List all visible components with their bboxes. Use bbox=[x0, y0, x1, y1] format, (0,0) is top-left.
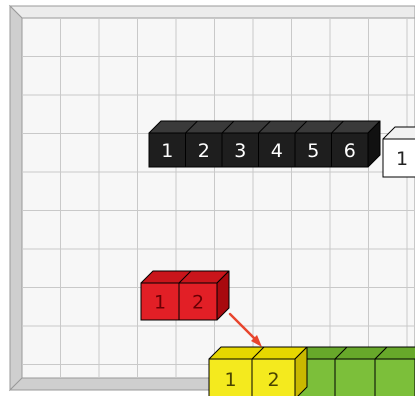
board-left-edge bbox=[10, 6, 22, 390]
white-rod: 1 bbox=[383, 127, 415, 177]
red-rod-cube-label: 2 bbox=[192, 291, 204, 313]
black-rod-cube-label: 5 bbox=[307, 140, 319, 162]
yellow-rod-cube-label: 2 bbox=[267, 369, 279, 391]
board-top-edge bbox=[10, 6, 415, 18]
green-rod-cube bbox=[335, 359, 375, 396]
green-rod-cube bbox=[375, 359, 415, 396]
white-rod-cube-label: 1 bbox=[396, 148, 408, 170]
black-rod: 1 2 3 4 5 6 bbox=[149, 121, 380, 167]
black-rod-cube-label: 4 bbox=[271, 140, 283, 162]
black-rod-cube-label: 6 bbox=[344, 140, 356, 162]
green-rod bbox=[295, 347, 415, 396]
black-rod-cube-label: 1 bbox=[161, 140, 173, 162]
green-rod-top bbox=[295, 347, 415, 359]
black-rod-cube-label: 2 bbox=[198, 140, 210, 162]
black-rod-cube-label: 3 bbox=[234, 140, 246, 162]
board-face bbox=[22, 18, 415, 378]
red-rod-cube-label: 1 bbox=[154, 291, 166, 313]
grid-board bbox=[10, 6, 415, 390]
yellow-rod-cube-label: 1 bbox=[224, 369, 236, 391]
